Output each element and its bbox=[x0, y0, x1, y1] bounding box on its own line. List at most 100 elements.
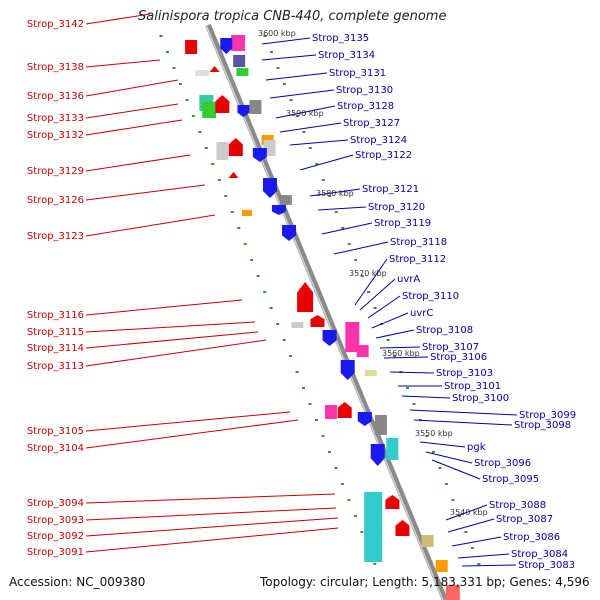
leader-line bbox=[354, 258, 388, 306]
leader-line bbox=[299, 154, 354, 171]
gene-block bbox=[386, 438, 399, 460]
leader-line bbox=[85, 59, 161, 68]
gene-label-right: Strop_3087 bbox=[496, 514, 553, 525]
gene-label-right: Strop_3107 bbox=[422, 342, 479, 353]
leader-line bbox=[371, 312, 409, 329]
genome-backbone bbox=[205, 23, 448, 600]
gene-label-right: Strop_3121 bbox=[362, 184, 419, 195]
leader-line bbox=[85, 321, 256, 333]
gene-label-right: Strop_3135 bbox=[312, 33, 369, 44]
scale-mark-label: 3570 kbp bbox=[349, 269, 387, 278]
gene-label-left: Strop_3093 bbox=[27, 515, 84, 526]
leader-line bbox=[261, 54, 317, 61]
gene-label-left: Strop_3142 bbox=[27, 19, 84, 30]
leader-line bbox=[367, 295, 401, 319]
gene-label-right: Strop_3120 bbox=[368, 202, 425, 213]
leader-line bbox=[85, 299, 243, 316]
gene-block bbox=[195, 70, 210, 76]
gene-label-right: Strop_3096 bbox=[474, 458, 531, 469]
leader-line bbox=[359, 278, 396, 311]
scale-mark-label: 3550 kbp bbox=[415, 429, 453, 438]
gene-arrow-forward bbox=[228, 138, 243, 156]
gene-label-left: Strop_3123 bbox=[27, 231, 84, 242]
gene-label-right: uvrC bbox=[410, 308, 433, 319]
leader-line bbox=[85, 411, 291, 432]
gene-label-left: Strop_3132 bbox=[27, 130, 84, 141]
gene-label-right: Strop_3100 bbox=[452, 393, 509, 404]
leader-line bbox=[85, 493, 336, 504]
leader-line bbox=[457, 553, 510, 559]
gene-block bbox=[435, 560, 448, 572]
gene-label-right: Strop_3119 bbox=[374, 218, 431, 229]
leader-line bbox=[265, 72, 328, 81]
gene-label-left: Strop_3115 bbox=[27, 327, 84, 338]
gene-arrow-reverse bbox=[262, 178, 277, 198]
leader-line bbox=[85, 214, 216, 237]
gene-arrow-reverse bbox=[252, 148, 267, 162]
scale-mark-label: 3600 kbp bbox=[258, 29, 296, 38]
gene-arrow-forward bbox=[337, 402, 352, 418]
gene-block bbox=[364, 492, 383, 562]
leader-line bbox=[317, 206, 367, 211]
gene-block bbox=[233, 55, 246, 67]
leader-line bbox=[413, 419, 513, 426]
gene-label-left: Strop_3104 bbox=[27, 443, 84, 454]
scale-mark-label: 3540 kbp bbox=[450, 508, 488, 517]
gene-label-right: Strop_3122 bbox=[355, 150, 412, 161]
gene-label-right: Strop_3103 bbox=[436, 368, 493, 379]
leader-line bbox=[85, 331, 259, 349]
gene-label-right: Strop_3086 bbox=[503, 532, 560, 543]
map-title: Salinispora tropica CNB-440, complete ge… bbox=[138, 9, 447, 24]
leader-line bbox=[85, 184, 206, 201]
leader-line bbox=[447, 518, 495, 533]
gene-label-left: Strop_3114 bbox=[27, 343, 84, 354]
leader-line bbox=[431, 459, 481, 480]
leader-line bbox=[445, 504, 488, 521]
gene-label-left: Strop_3116 bbox=[27, 310, 84, 321]
gene-label-right: Strop_3131 bbox=[329, 68, 386, 79]
gene-arrow-reverse bbox=[340, 360, 355, 380]
gene-arrow-reverse bbox=[370, 444, 385, 466]
leader-line bbox=[85, 103, 179, 119]
gene-label-right: Strop_3130 bbox=[336, 85, 393, 96]
gene-label-right: Strop_3110 bbox=[402, 291, 459, 302]
scale-mark-label: 3590 kbp bbox=[286, 109, 324, 118]
leader-line bbox=[379, 346, 421, 349]
leader-line bbox=[451, 536, 502, 547]
leader-line bbox=[279, 122, 342, 133]
leader-line bbox=[321, 222, 373, 235]
gene-label-right: Strop_3108 bbox=[416, 325, 473, 336]
gene-label-right: uvrA bbox=[397, 274, 420, 285]
gene-label-right: Strop_3128 bbox=[337, 101, 394, 112]
leader-line bbox=[409, 409, 518, 416]
gene-label-left: Strop_3091 bbox=[27, 547, 84, 558]
gene-marker bbox=[209, 66, 220, 72]
gene-label-right: Strop_3134 bbox=[318, 50, 375, 61]
gene-block bbox=[216, 142, 229, 160]
gene-block bbox=[374, 415, 387, 435]
gene-label-right: Strop_3099 bbox=[519, 410, 576, 421]
leader-line bbox=[333, 241, 389, 255]
gene-label-left: Strop_3133 bbox=[27, 113, 84, 124]
gene-label-right: pgk bbox=[467, 442, 486, 453]
gene-label-right: Strop_3095 bbox=[482, 474, 539, 485]
leader-line bbox=[85, 419, 299, 449]
gene-block bbox=[279, 195, 292, 205]
gene-arrow-forward bbox=[310, 315, 325, 327]
leader-line bbox=[85, 507, 337, 521]
leader-line bbox=[85, 154, 191, 172]
gene-arrow-reverse bbox=[220, 38, 233, 54]
gene-block bbox=[364, 370, 377, 376]
gene-block bbox=[202, 102, 217, 118]
gene-label-left: Strop_3126 bbox=[27, 195, 84, 206]
gene-block bbox=[421, 535, 434, 547]
gene-label-left: Strop_3138 bbox=[27, 62, 84, 73]
gene-label-right: Strop_3101 bbox=[444, 381, 501, 392]
gene-block bbox=[324, 405, 337, 419]
gene-label-left: Strop_3113 bbox=[27, 361, 84, 372]
leader-line bbox=[85, 517, 339, 537]
leader-line bbox=[419, 441, 466, 448]
gene-label-right: Strop_3083 bbox=[518, 560, 575, 571]
